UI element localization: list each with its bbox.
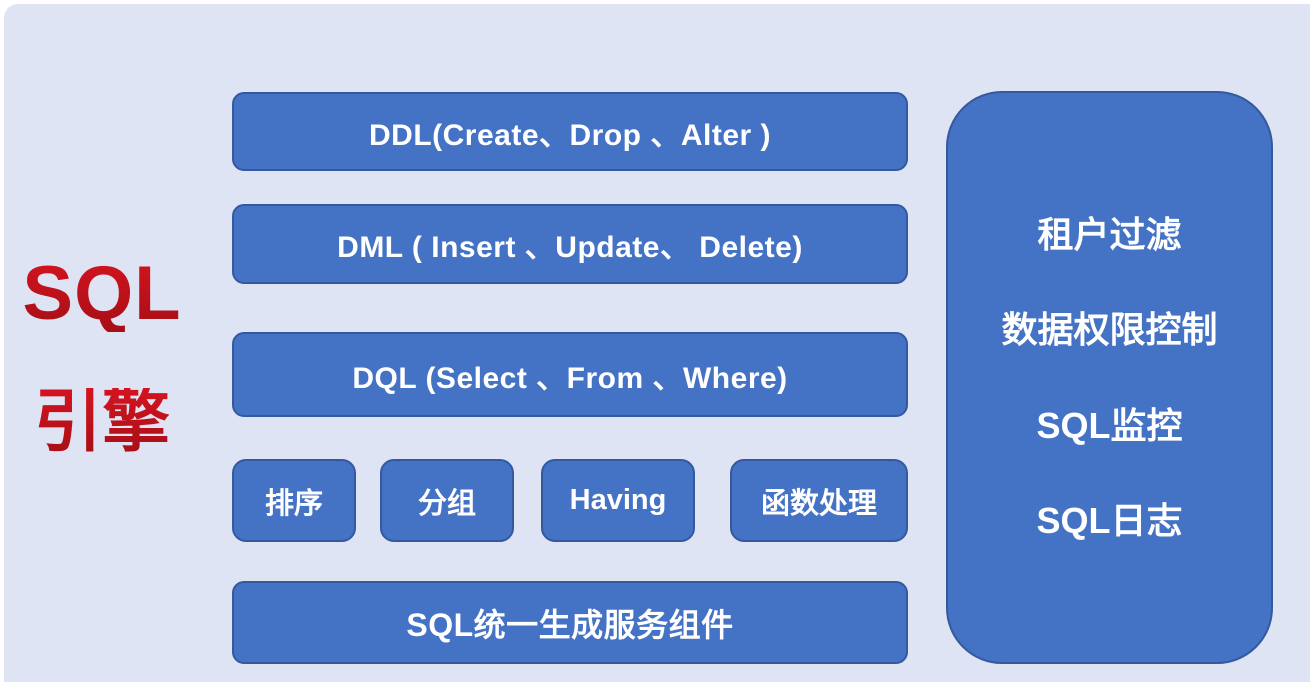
sql-engine-title: SQL 引擎 [20,256,184,457]
having-clause-box: Having [541,459,695,542]
dml-layer-box: DML ( Insert 、Update、 Delete) [232,204,908,284]
group-clause-box: 分组 [380,459,514,542]
ddl-layer-label: DDL(Create、Drop 、Alter ) [368,118,772,152]
sort-clause-label: 排序 [264,487,323,520]
sql-generation-service-box: SQL统一生成服务组件 [232,581,908,664]
function-clause-box: 函数处理 [730,459,908,542]
diagram-canvas: SQL 引擎 DDL(Create、Drop 、Alter ) DML ( In… [4,4,1310,682]
ddl-layer-box: DDL(Create、Drop 、Alter ) [232,92,908,171]
sql-generation-service-label: SQL统一生成服务组件 [406,606,734,643]
dml-layer-label: DML ( Insert 、Update、 Delete) [337,231,803,264]
group-clause-label: 分组 [417,487,476,520]
sort-clause-box: 排序 [232,459,356,542]
sql-monitoring-label: SQL监控 [1036,404,1183,446]
dql-layer-box: DQL (Select 、From 、Where) [232,332,908,417]
tenant-filter-label: 租户过滤 [1037,214,1182,256]
sql-engine-title-line2: 引擎 [20,388,184,456]
having-clause-label: Having [569,484,667,516]
data-permission-control-label: 数据权限控制 [1001,309,1218,351]
sql-engine-title-line1: SQL [20,256,184,332]
function-clause-label: 函数处理 [760,487,877,520]
dql-layer-label: DQL (Select 、From 、Where) [352,361,788,395]
sql-log-label: SQL日志 [1036,499,1183,541]
side-capabilities-panel: 租户过滤 数据权限控制 SQL监控 SQL日志 [946,91,1273,664]
